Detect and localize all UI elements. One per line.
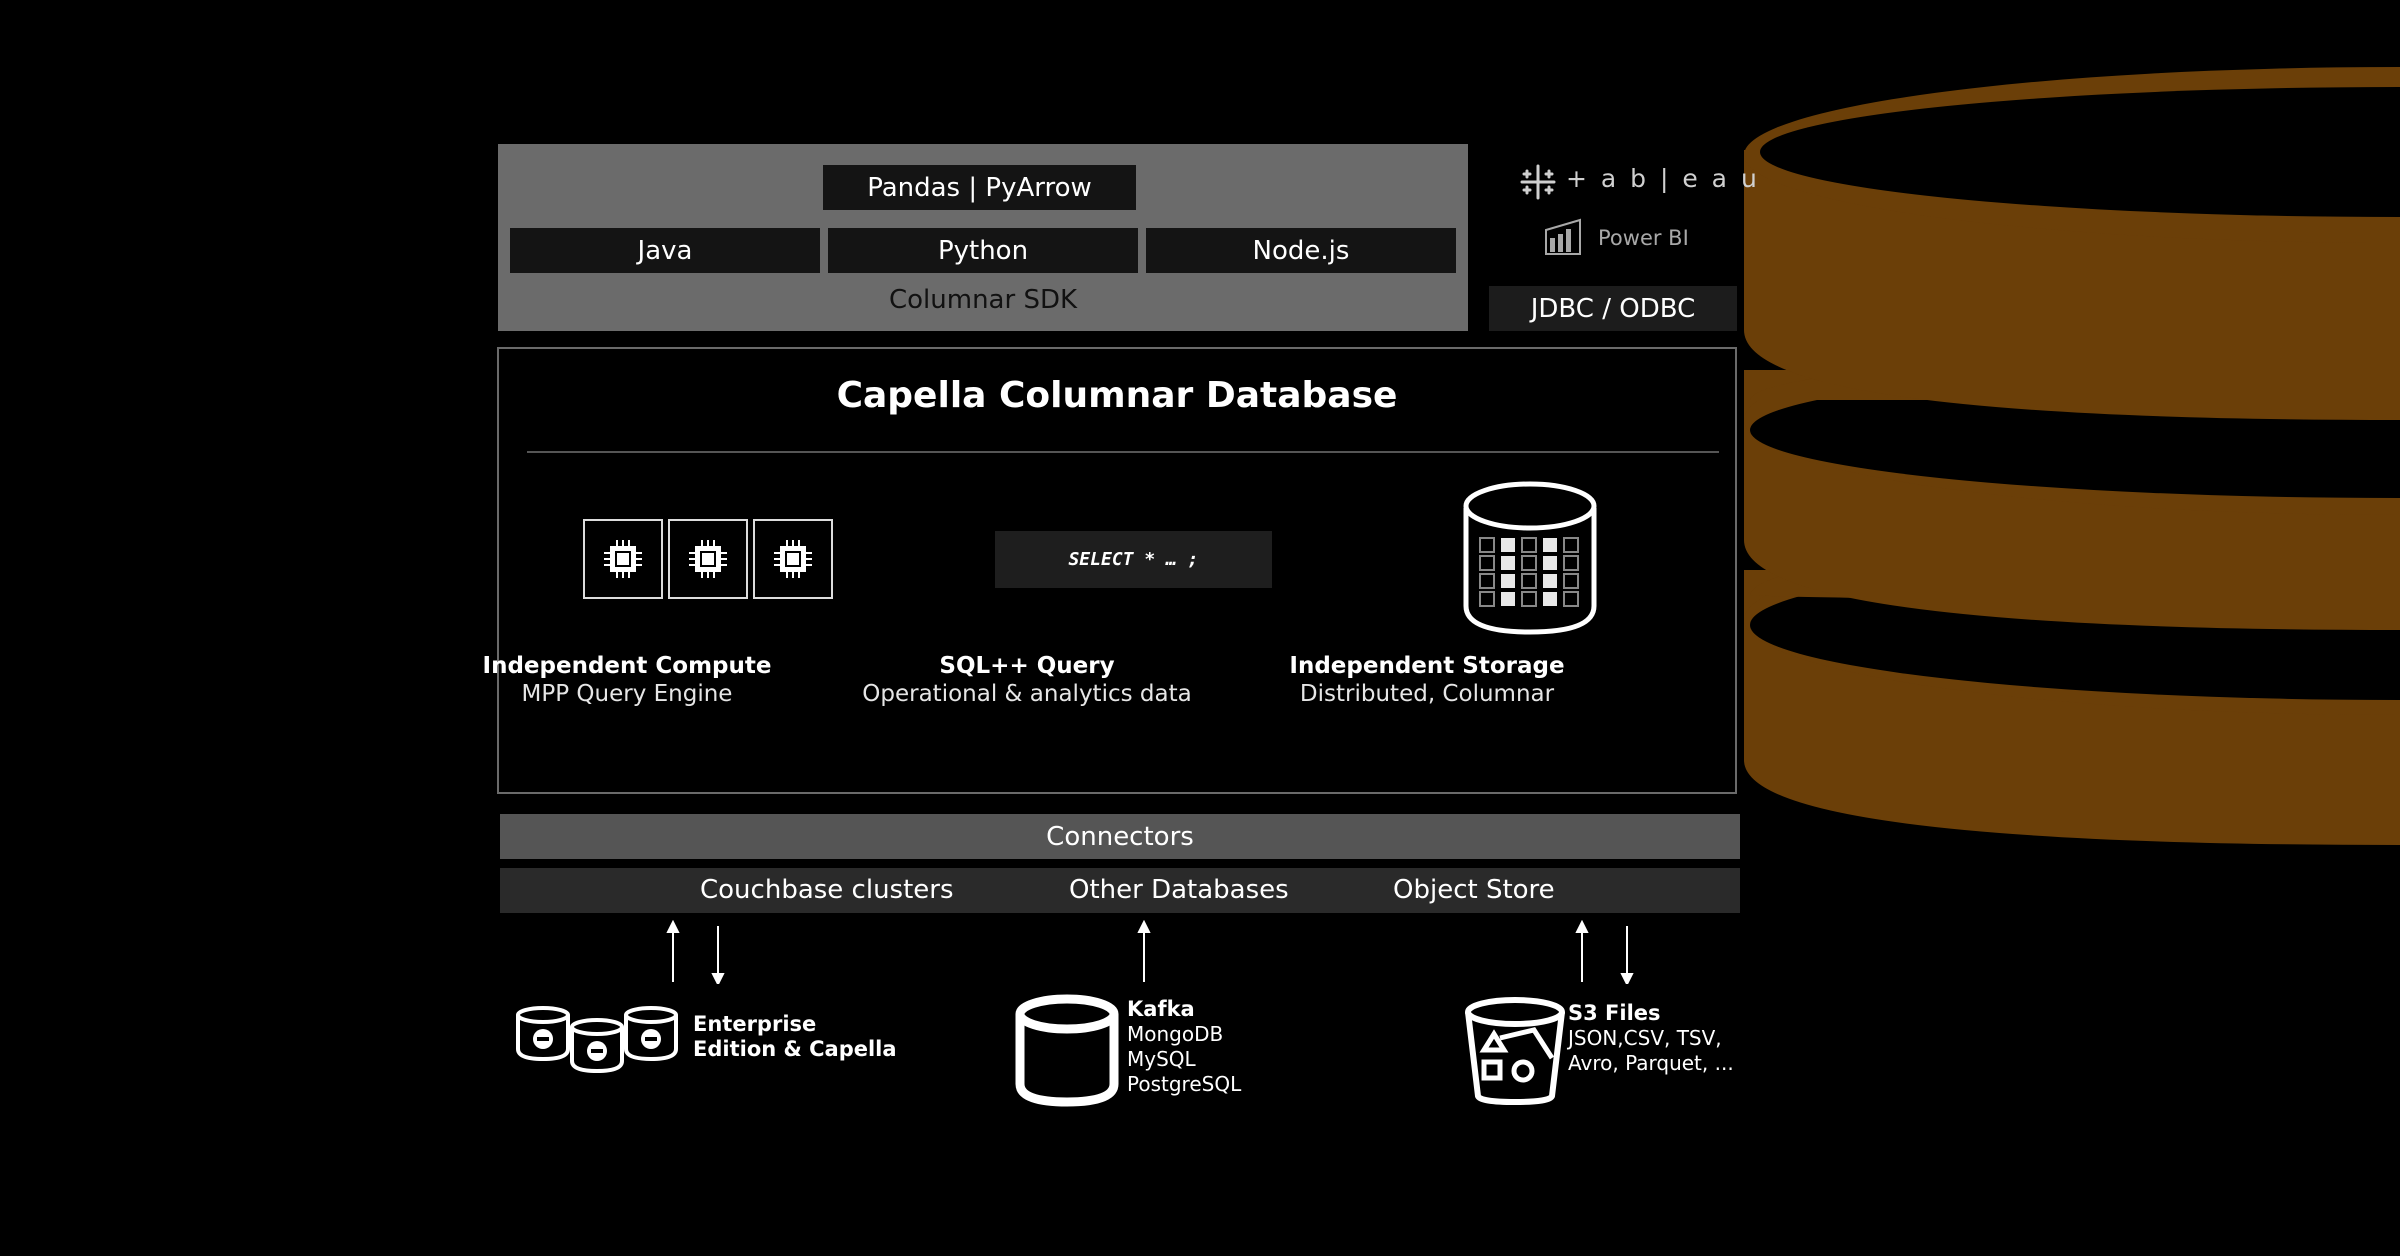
couchbase-line1: Enterprise: [693, 1012, 817, 1036]
title-divider: [527, 451, 1719, 453]
connectors-bar: Connectors: [500, 814, 1740, 859]
capella-columnar-database-panel: Capella Columnar Database Independent Co…: [483, 347, 1737, 794]
bi-tools: + a b | e a u Power BI: [1488, 144, 1757, 274]
source-couchbase-clusters: Couchbase clusters: [700, 875, 954, 905]
mongodb-label: MongoDB: [1127, 1022, 1224, 1046]
couchbase-line2: Edition & Capella: [693, 1037, 897, 1061]
s3-formats-line2: Avro, Parquet, ...: [1568, 1051, 1734, 1075]
other-database-icon: [1015, 994, 1119, 1107]
query-feature: SQL++ Query Operational & analytics data: [817, 652, 1237, 708]
powerbi-logo-text: Power BI: [1598, 226, 1689, 250]
mysql-label: MySQL: [1127, 1047, 1196, 1071]
couchbase-origin-label: Enterprise Edition & Capella: [693, 1012, 897, 1062]
kafka-label: Kafka: [1127, 997, 1195, 1021]
s3-bucket-icon: [1465, 997, 1565, 1106]
java-box: Java: [510, 228, 820, 273]
pandas-pyarrow-box: Pandas | PyArrow: [823, 165, 1136, 210]
columnar-storage-icon: [1463, 481, 1597, 635]
tableau-icon: [1520, 164, 1556, 200]
storage-title: Independent Storage: [1289, 653, 1565, 679]
compute-subtitle: MPP Query Engine: [521, 681, 733, 707]
columnar-sdk-label: Columnar SDK: [888, 285, 1078, 315]
nodejs-box: Node.js: [1146, 228, 1456, 273]
couchbase-databases-icon: [516, 1006, 678, 1074]
sources-bar: Couchbase clusters Other Databases Objec…: [500, 868, 1740, 913]
postgresql-label: PostgreSQL: [1127, 1072, 1242, 1096]
cpu-chips-icon: [583, 519, 833, 599]
jdbc-odbc-box: JDBC / ODBC: [1489, 286, 1737, 331]
database-stack-illustration: [1744, 67, 2400, 845]
powerbi-icon: [1545, 218, 1581, 255]
databases-origin-label: Kafka MongoDB MySQL PostgreSQL: [1127, 997, 1241, 1097]
tableau-logo-text: + a b | e a u: [1566, 164, 1760, 193]
s3-formats-line1: JSON,CSV, TSV,: [1568, 1026, 1722, 1050]
columnar-sdk-panel: Pandas | PyArrow Java Python Node.js Col…: [498, 144, 1468, 331]
storage-feature: Independent Storage Distributed, Columna…: [1217, 652, 1637, 708]
object-store-origin-label: S3 Files JSON,CSV, TSV, Avro, Parquet, .…: [1568, 1001, 1734, 1076]
flow-arrows: [666, 920, 1634, 984]
query-title: SQL++ Query: [939, 653, 1115, 679]
source-object-store: Object Store: [1393, 875, 1555, 905]
database-title: Capella Columnar Database: [836, 375, 1398, 416]
compute-feature: Independent Compute MPP Query Engine: [417, 652, 837, 708]
sql-query-code-box: SELECT * … ;: [995, 531, 1272, 588]
source-other-databases: Other Databases: [1069, 875, 1289, 905]
s3-files-label: S3 Files: [1568, 1001, 1661, 1025]
python-box: Python: [828, 228, 1138, 273]
query-subtitle: Operational & analytics data: [862, 681, 1192, 707]
compute-title: Independent Compute: [482, 653, 772, 679]
storage-subtitle: Distributed, Columnar: [1299, 681, 1555, 707]
